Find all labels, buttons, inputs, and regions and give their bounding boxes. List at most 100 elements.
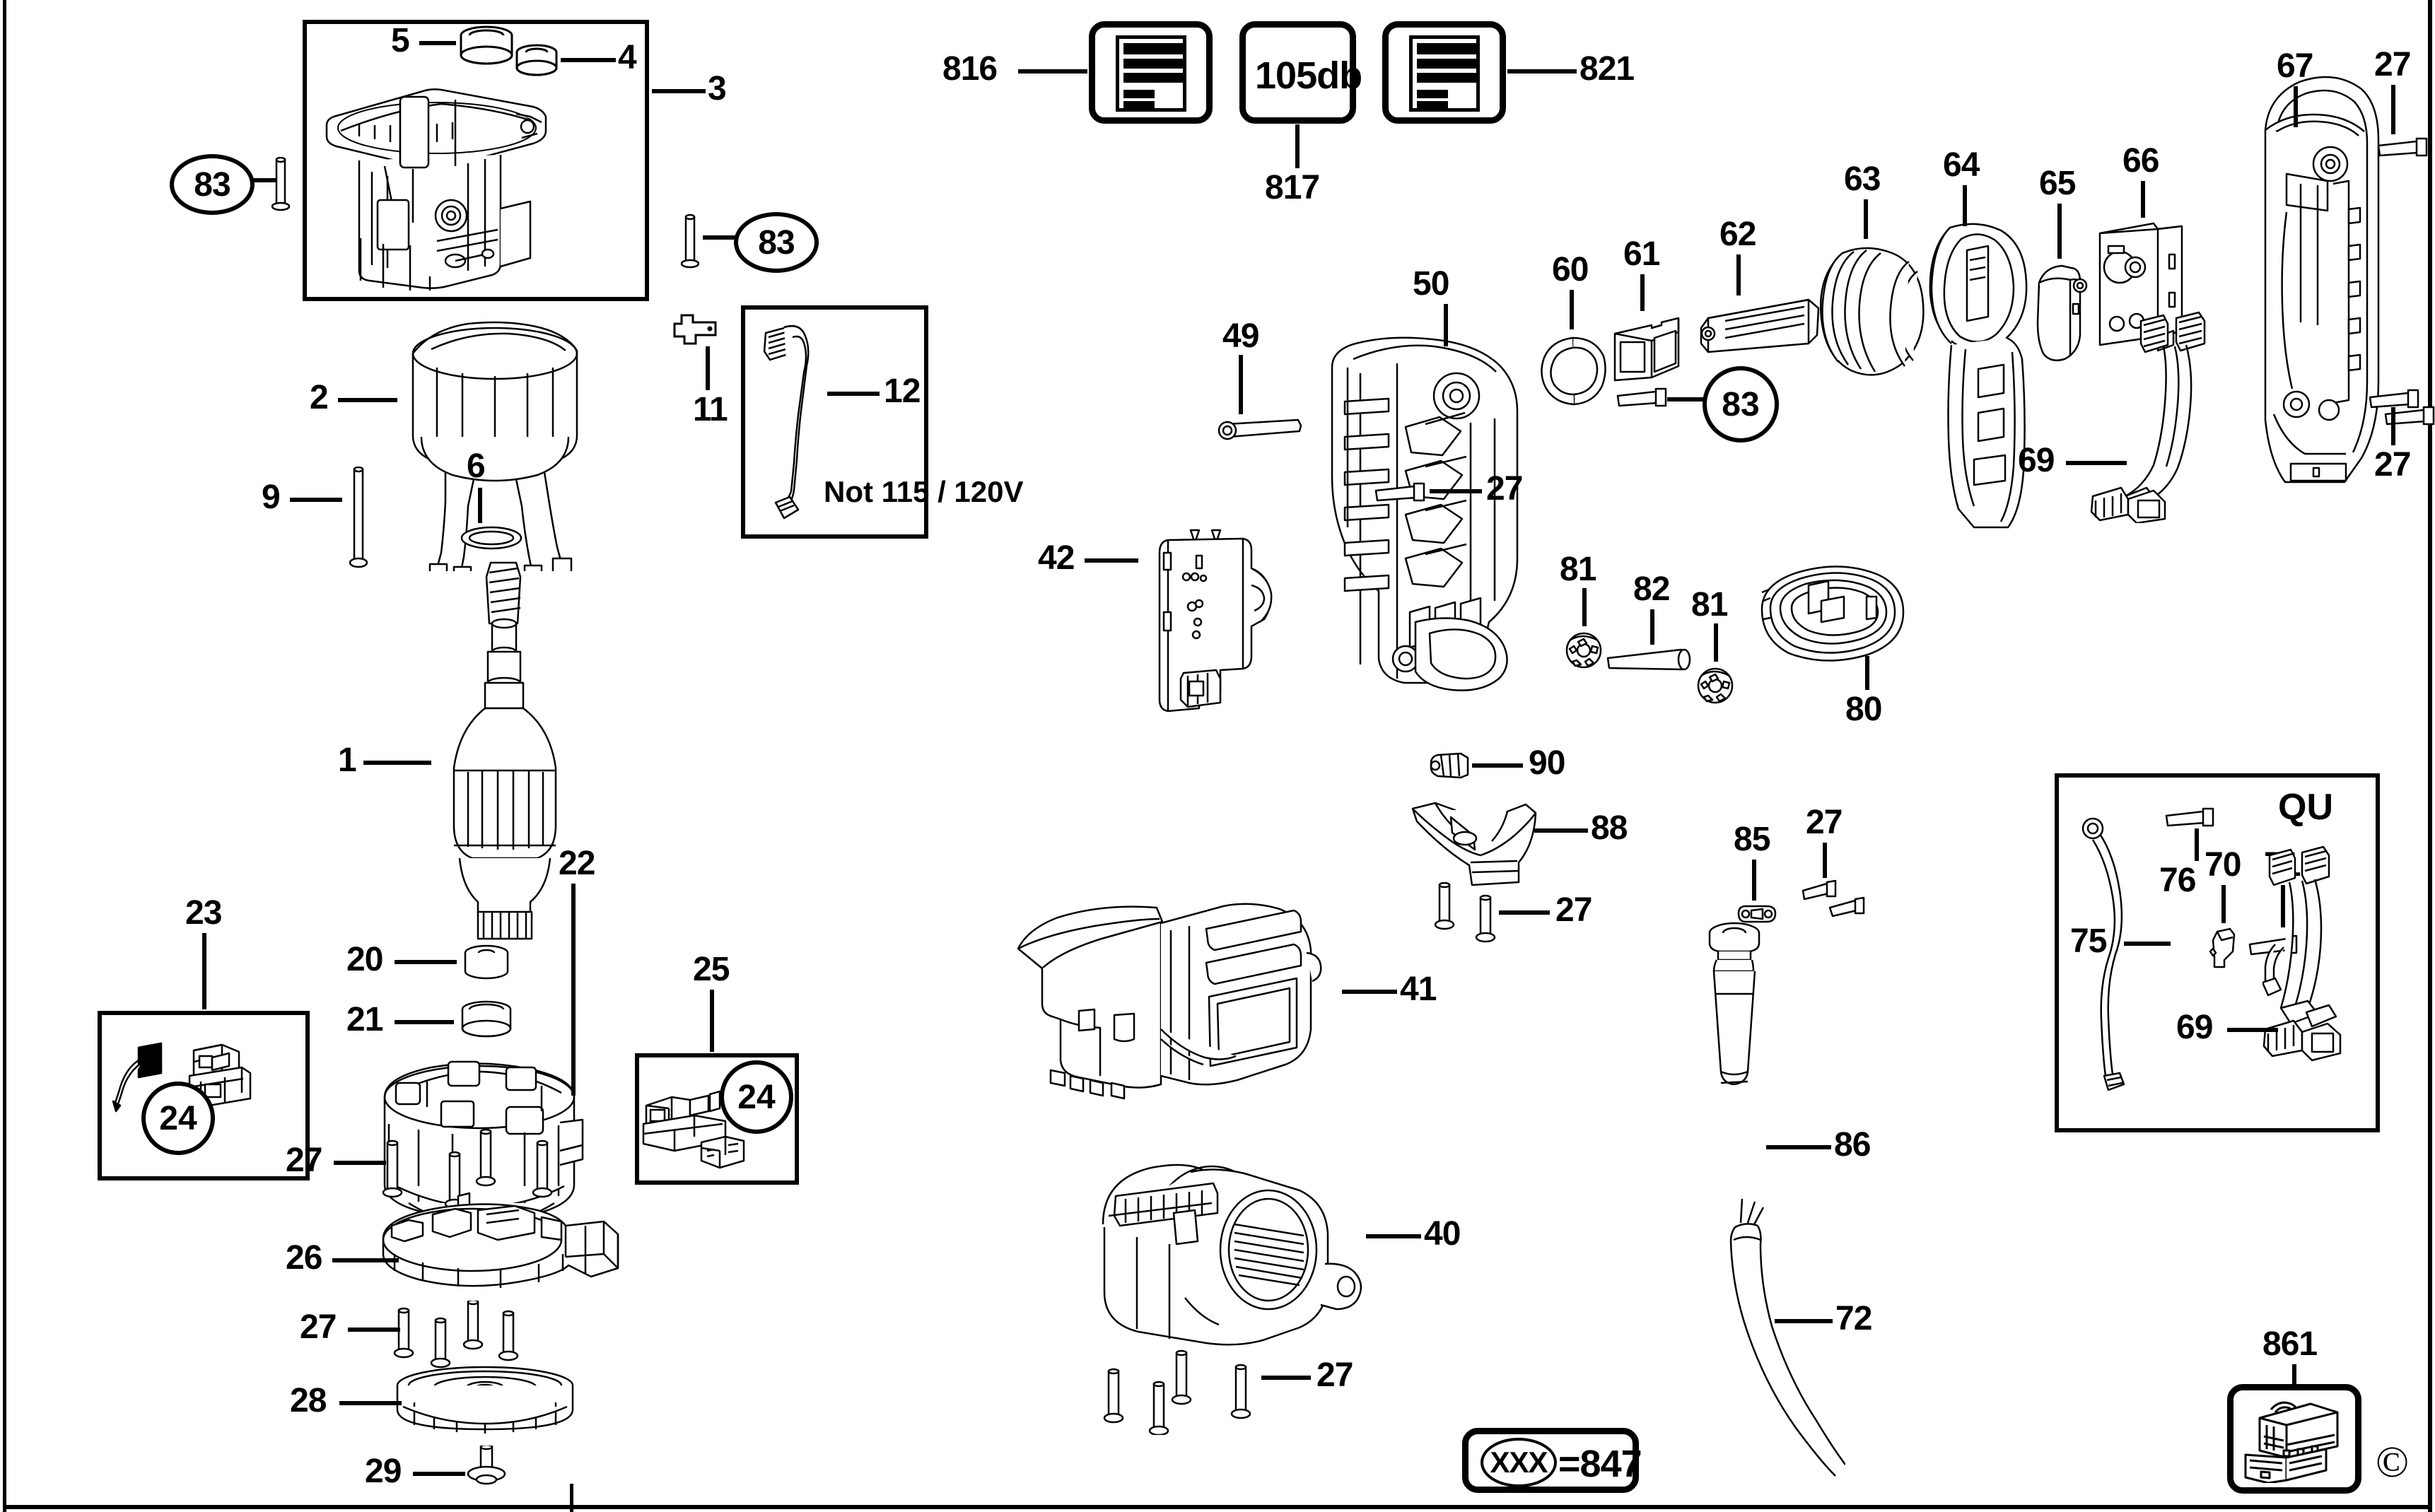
leader-71	[2281, 885, 2285, 927]
part-drawing-61	[1611, 312, 1688, 390]
part-label-63: 63	[1844, 160, 1881, 198]
part-label-5: 5	[391, 22, 410, 59]
part-label-27-b: 27	[300, 1308, 337, 1346]
leader-50	[1444, 304, 1448, 346]
part-drawing-49	[1210, 416, 1302, 447]
callout-24-right-text: 24	[737, 1078, 776, 1116]
part-label-11: 11	[693, 391, 728, 428]
part-drawing-80	[1755, 558, 1910, 672]
callout-24-left-text: 24	[159, 1099, 197, 1137]
part-drawing-28	[393, 1364, 577, 1448]
leader-27-b	[348, 1328, 400, 1332]
part-label-6: 6	[467, 447, 486, 485]
part-drawing-63	[1810, 240, 1937, 382]
part-label-42: 42	[1038, 539, 1075, 577]
leader-69-main	[2066, 461, 2127, 465]
part-drawing-6	[460, 524, 523, 551]
leader-81-left	[1582, 588, 1587, 626]
leader-27-c	[1430, 489, 1482, 493]
leader-816	[1018, 69, 1087, 74]
part-label-40: 40	[1424, 1215, 1461, 1253]
leader-62	[1736, 254, 1741, 295]
part-label-3: 3	[708, 70, 727, 107]
part-drawing-5	[458, 25, 515, 69]
part-label-9: 9	[262, 479, 281, 516]
part-drawing-40	[1087, 1159, 1370, 1350]
part-label-27-h: 27	[1806, 804, 1843, 841]
part-label-50: 50	[1413, 265, 1449, 303]
part-drawing-42	[1152, 523, 1280, 728]
leader-86	[1766, 1145, 1831, 1149]
part-drawing-65	[2029, 262, 2093, 368]
callout-83-left: 83	[170, 154, 255, 215]
part-label-88: 88	[1591, 809, 1628, 847]
callout-83-left-text: 83	[194, 165, 230, 204]
part-label-76: 76	[2159, 862, 2196, 899]
part-drawing-83-left	[271, 157, 290, 215]
part-drawing-82	[1605, 647, 1693, 675]
part-drawing-88	[1407, 797, 1541, 889]
part-drawing-27-group-b	[393, 1301, 598, 1385]
leader-27-e	[2391, 407, 2395, 445]
leader-40	[1366, 1234, 1421, 1238]
part-drawing-29	[467, 1446, 506, 1491]
part-label-69-qu: 69	[2176, 1009, 2213, 1046]
part-label-65: 65	[2039, 165, 2076, 202]
leader-64	[1963, 185, 1967, 226]
part-drawing-27-e	[2369, 387, 2435, 430]
part-drawing-27-f	[1434, 882, 1519, 946]
leader-76	[2195, 828, 2199, 861]
leader-61	[1640, 274, 1645, 311]
part-drawing-11	[672, 310, 721, 352]
leader-41	[1342, 990, 1397, 994]
part-label-28: 28	[290, 1382, 327, 1419]
leader-1	[363, 761, 431, 765]
part-drawing-85	[1736, 903, 1778, 925]
part-drawing-1	[438, 558, 573, 940]
leader-67	[2294, 86, 2298, 127]
leader-27-g	[1261, 1376, 1311, 1380]
page-border-bottom	[3, 1505, 2432, 1509]
part-label-70: 70	[2205, 846, 2241, 884]
page-border-right	[2428, 0, 2432, 1512]
leader-5	[419, 41, 456, 45]
part-drawing-72	[1725, 1195, 1845, 1477]
leader-83-mid	[703, 235, 737, 240]
leader-821	[1507, 69, 1577, 74]
part-label-27-g: 27	[1316, 1356, 1353, 1394]
part-drawing-67	[2246, 71, 2387, 495]
warning-label-816-inner	[1116, 35, 1186, 112]
part-label-27-f: 27	[1555, 891, 1592, 929]
leader-90	[1472, 763, 1523, 768]
part-drawing-861	[2243, 1394, 2349, 1483]
legend-equals: =847	[1558, 1442, 1642, 1486]
part-label-27-d: 27	[2374, 46, 2411, 83]
part-drawing-21	[460, 1000, 513, 1043]
part-label-90: 90	[1529, 744, 1565, 782]
part-drawing-23-contents	[112, 1032, 288, 1131]
part-label-1: 1	[338, 742, 357, 779]
leader-12	[827, 392, 880, 396]
leader-11	[706, 346, 710, 390]
part-drawing-70	[2209, 926, 2240, 970]
leader-70	[2221, 885, 2226, 923]
part-label-60: 60	[1552, 251, 1589, 288]
part-label-69-main: 69	[2018, 442, 2055, 479]
part-drawing-20	[463, 944, 510, 984]
leader-65	[2057, 204, 2062, 259]
part-label-86: 86	[1834, 1126, 1871, 1164]
leader-28	[339, 1401, 402, 1405]
part-label-61: 61	[1623, 235, 1660, 273]
part-drawing-4	[515, 44, 559, 81]
part-drawing-27-h	[1802, 878, 1893, 920]
part-label-75: 75	[2070, 922, 2107, 960]
part-label-26: 26	[286, 1239, 322, 1277]
leader-88	[1534, 828, 1588, 833]
part-label-67: 67	[2277, 47, 2313, 85]
legend-equals-value: 847	[1579, 1443, 1642, 1485]
callout-83-mid: 83	[734, 212, 819, 273]
part-drawing-41	[1011, 898, 1336, 1131]
part-label-25: 25	[693, 951, 730, 988]
leader-82	[1650, 609, 1654, 645]
leader-83-center	[1667, 397, 1705, 402]
